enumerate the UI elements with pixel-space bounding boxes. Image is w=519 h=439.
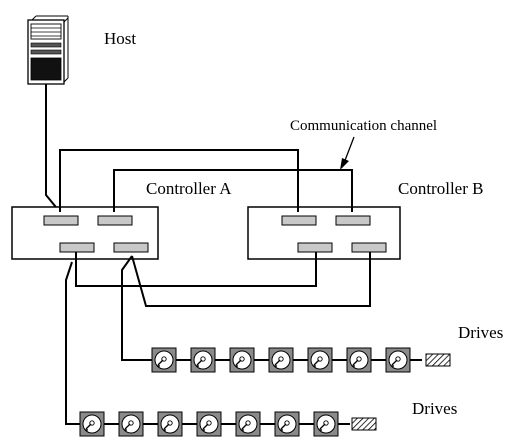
hard-drive-icon <box>313 411 339 437</box>
hard-drive-icon <box>79 411 105 437</box>
lower-drive-chain <box>79 411 377 437</box>
upper-chain-cable-b <box>75 252 317 287</box>
port-b1 <box>281 215 317 226</box>
port-b3 <box>297 242 333 253</box>
hard-drive-icon <box>190 347 216 373</box>
communication-channel-outer <box>59 149 299 212</box>
terminator-icon <box>351 417 377 431</box>
port-a2 <box>97 215 133 226</box>
lower-chain-cable-b <box>131 252 371 307</box>
communication-channel-label: Communication channel <box>290 118 437 134</box>
hard-drive-icon <box>229 347 255 373</box>
hard-drive-icon <box>235 411 261 437</box>
port-a1 <box>43 215 79 226</box>
communication-channel-arrow <box>340 136 355 170</box>
hard-drive-icon <box>196 411 222 437</box>
upper-drive-chain <box>151 347 451 373</box>
host-label: Host <box>104 29 136 48</box>
hard-drive-icon <box>346 347 372 373</box>
controller-b-label: Controller B <box>398 179 483 198</box>
host-computer-icon <box>27 15 69 85</box>
hard-drive-icon <box>151 347 177 373</box>
controller-a-label: Controller A <box>146 179 232 198</box>
port-a3 <box>59 242 95 253</box>
lower-chain-cable-a <box>65 261 80 425</box>
drives-label-lower: Drives <box>412 399 457 418</box>
upper-chain-cable-a <box>121 255 152 361</box>
hard-drive-icon <box>307 347 333 373</box>
port-a4 <box>113 242 149 253</box>
hard-drive-icon <box>268 347 294 373</box>
host-cable <box>45 84 61 213</box>
hard-drive-icon <box>274 411 300 437</box>
port-b4 <box>351 242 387 253</box>
hard-drive-icon <box>118 411 144 437</box>
drives-label-upper: Drives <box>458 323 503 342</box>
terminator-icon <box>425 353 451 367</box>
port-b2 <box>335 215 371 226</box>
hard-drive-icon <box>157 411 183 437</box>
hard-drive-icon <box>385 347 411 373</box>
communication-channel-inner <box>113 169 353 212</box>
